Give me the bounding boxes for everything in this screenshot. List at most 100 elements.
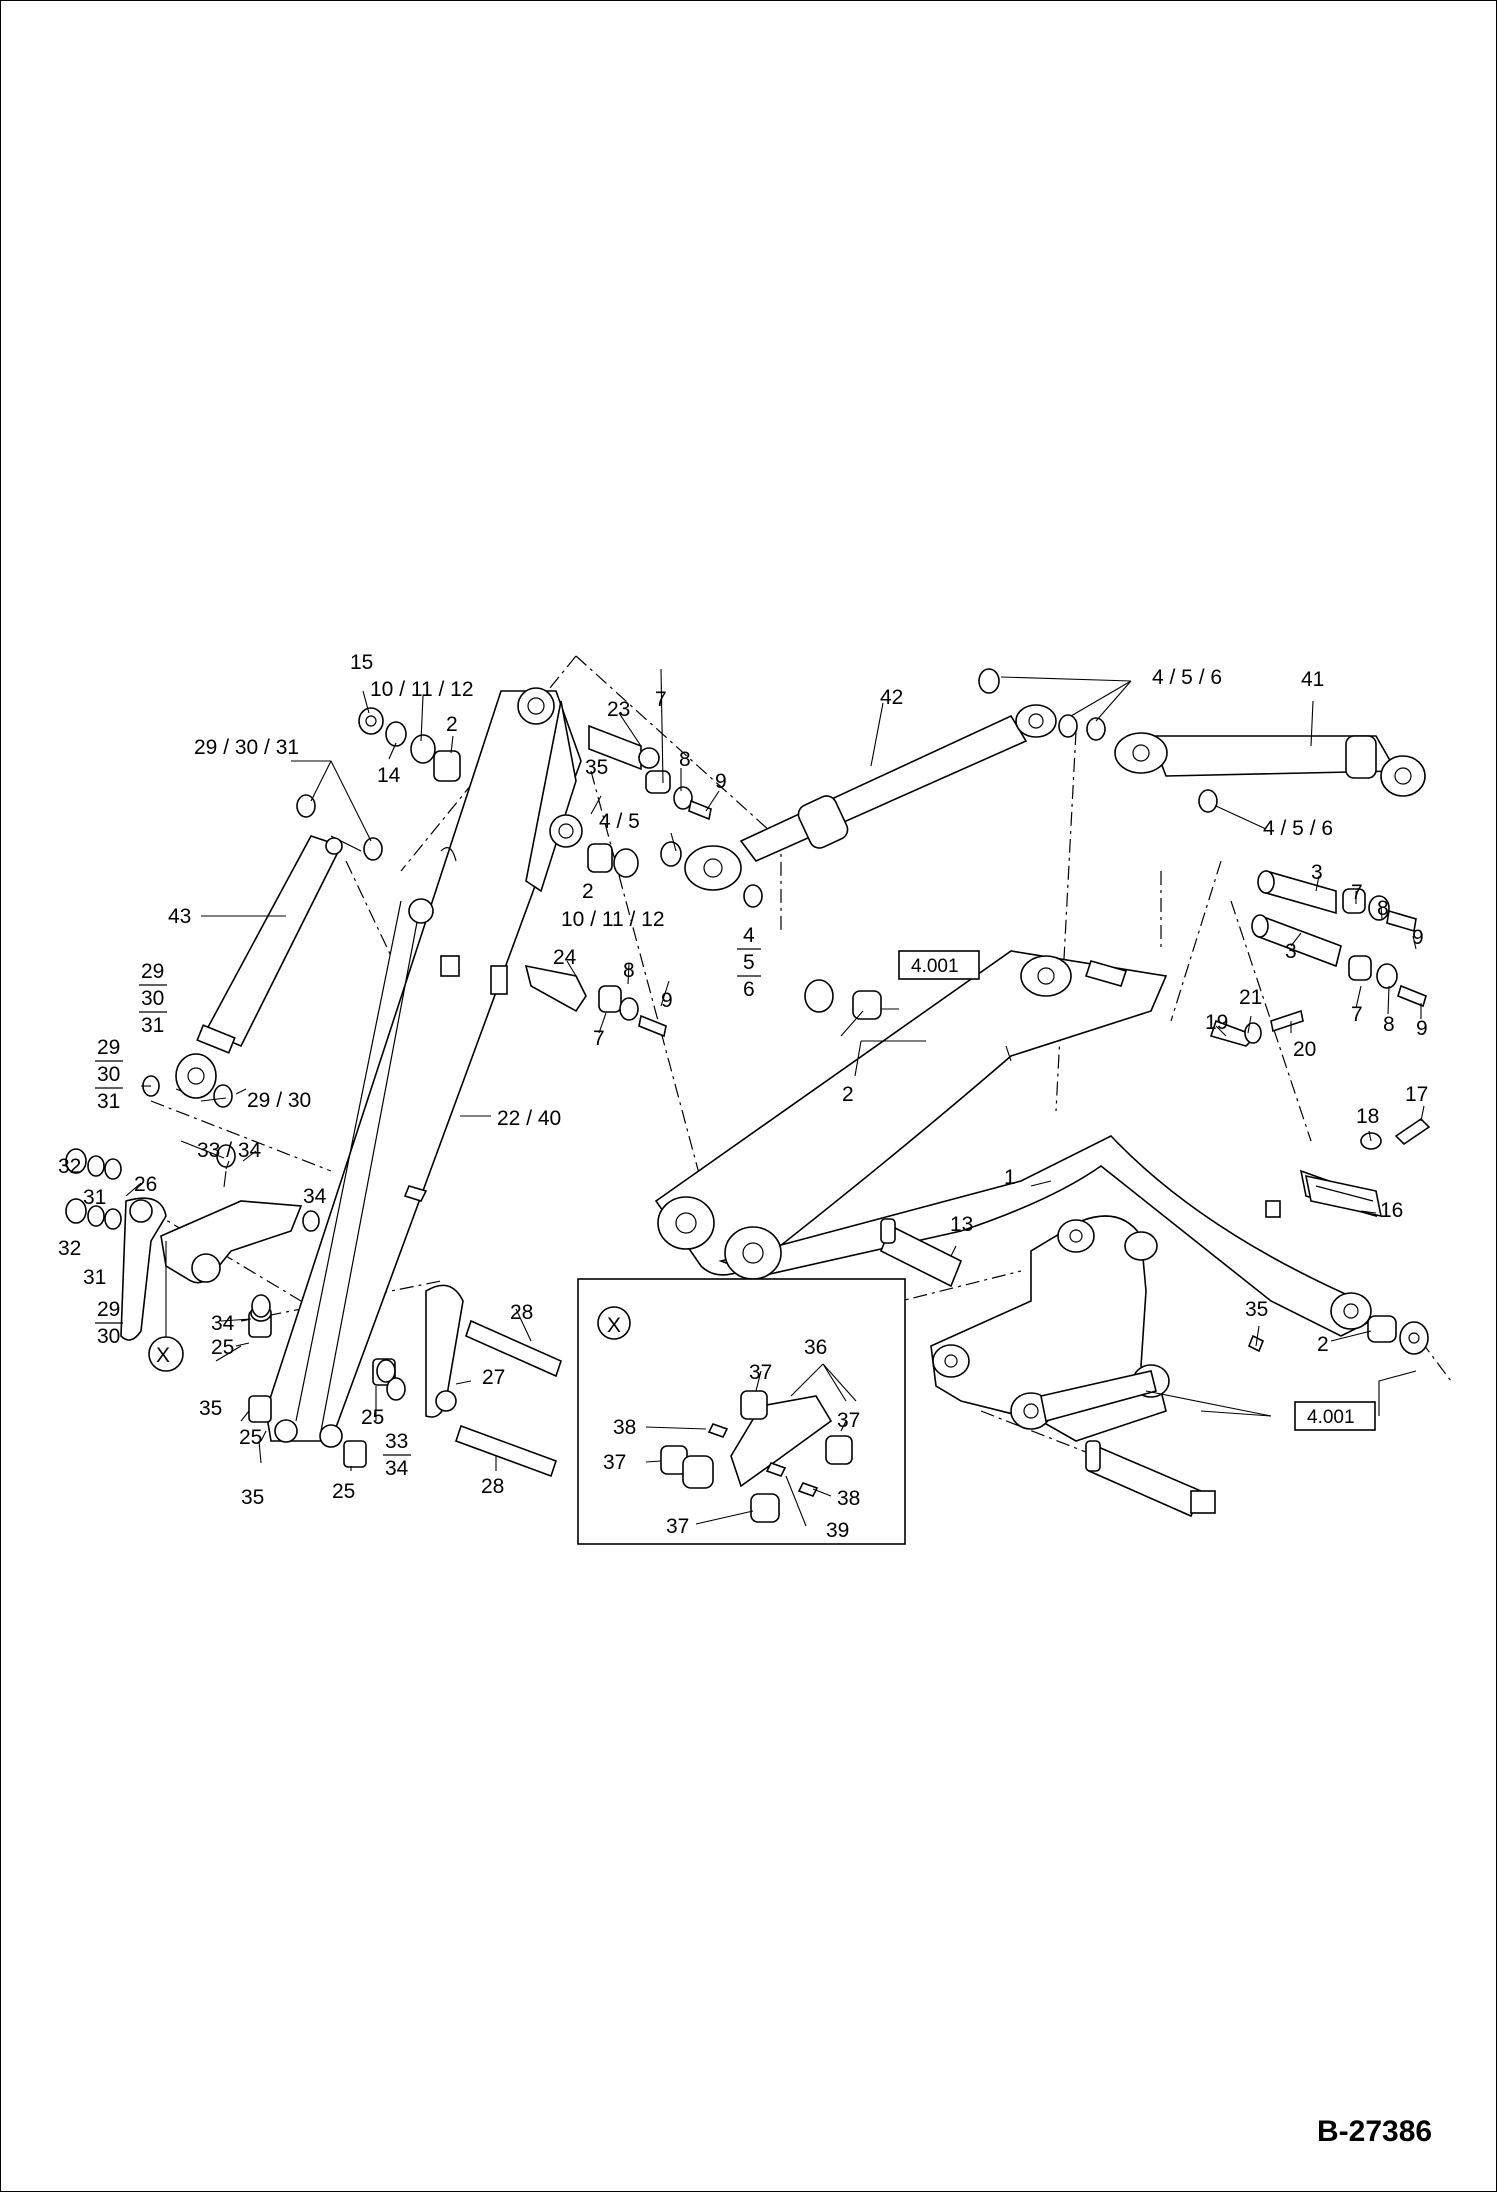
callout-2-b: 2 [582, 880, 594, 903]
swing-bracket [930, 1215, 1170, 1442]
callout-15: 15 [350, 651, 373, 674]
dipper-arm [265, 687, 583, 1448]
frac-d-4: 4 [743, 924, 755, 947]
drawing-number: B-27386 [1317, 2115, 1432, 2148]
callout-21: 21 [1239, 986, 1262, 1009]
callout-7-b: 7 [593, 1027, 605, 1050]
top-pin-group [358, 707, 712, 1038]
bushing-top-boom [804, 979, 882, 1020]
frac-d-5: 5 [743, 951, 755, 974]
frac-c-29: 29 [97, 1298, 120, 1321]
callout-3-a: 3 [1311, 861, 1323, 884]
callout-31-a: 31 [83, 1186, 106, 1209]
callout-25-b: 25 [361, 1406, 384, 1429]
callout-14: 14 [377, 764, 401, 787]
callout-4-5-6-a: 4 / 5 / 6 [1152, 666, 1222, 689]
frac-c-30: 30 [97, 1325, 120, 1348]
frac-d-6: 6 [743, 978, 755, 1001]
callout-25-c: 25 [239, 1426, 262, 1449]
callout-35-c: 35 [241, 1486, 264, 1509]
fraction-29-30: 29 30 [95, 1298, 123, 1348]
frac-b-30: 30 [97, 1063, 120, 1086]
callout-37-c: 37 [603, 1451, 626, 1474]
callout-38-b: 38 [837, 1487, 860, 1510]
detail-x-box [577, 1278, 906, 1545]
swing-pin [1085, 1440, 1216, 1518]
callout-37-a: 37 [749, 1361, 772, 1384]
callout-4-5-a: 4 / 5 [599, 810, 640, 833]
callout-25-a: 25 [211, 1336, 234, 1359]
callout-26: 26 [134, 1173, 157, 1196]
frac-num-31: 31 [141, 1014, 164, 1037]
frac-b-31: 31 [97, 1090, 120, 1113]
callout-labels: 15 10 / 11 / 12 2 14 29 / 30 / 31 23 7 8… [58, 651, 1428, 1542]
callout-8-c: 8 [1377, 897, 1389, 920]
callout-9-d: 9 [1416, 1017, 1428, 1040]
detail-x-marker: X [607, 1314, 621, 1337]
callout-13: 13 [950, 1213, 973, 1236]
callout-34-b: 34 [211, 1312, 235, 1335]
right-pin-group [1209, 869, 1427, 1047]
callout-10-11-12-top: 10 / 11 / 12 [370, 678, 474, 701]
main-boom [654, 950, 1378, 1337]
callout-35-d: 35 [1245, 1298, 1268, 1321]
callout-27: 27 [482, 1366, 505, 1389]
callout-29-30-b: 29 / 30 [247, 1089, 311, 1112]
callout-41: 41 [1301, 668, 1324, 691]
callout-7-a: 7 [655, 688, 667, 711]
fraction-4-5-6: 4 5 6 [737, 924, 761, 1001]
callout-31-b: 31 [83, 1266, 106, 1289]
callout-4-5-6-b: 4 / 5 / 6 [1263, 817, 1333, 840]
callout-7-c: 7 [1351, 881, 1363, 904]
callout-2-c: 2 [842, 1083, 854, 1106]
fraction-29-30-31-mid: 29 30 31 [95, 1036, 123, 1113]
callout-17: 17 [1405, 1083, 1428, 1106]
frac-num-29: 29 [141, 960, 164, 983]
callout-23: 23 [607, 698, 630, 721]
callout-22-40: 22 / 40 [497, 1107, 561, 1130]
callout-16: 16 [1380, 1199, 1403, 1222]
callout-8-b: 8 [623, 959, 635, 982]
callout-9-a: 9 [715, 770, 727, 793]
callout-35-a: 35 [585, 756, 608, 779]
leader-lines [125, 668, 1425, 1527]
callout-36: 36 [804, 1336, 827, 1359]
callout-2-top: 2 [446, 713, 458, 736]
callout-20: 20 [1293, 1038, 1316, 1061]
callout-34-a: 34 [303, 1185, 327, 1208]
callout-37-d: 37 [666, 1515, 689, 1538]
reference-box-a: 4.001 [898, 950, 980, 980]
callout-28-a: 28 [510, 1301, 533, 1324]
callout-18: 18 [1356, 1105, 1379, 1128]
wear-plate-group [1265, 1117, 1431, 1218]
callout-29-30-31-top: 29 / 30 / 31 [194, 736, 299, 759]
callout-9-c: 9 [1412, 926, 1424, 949]
callout-39: 39 [826, 1519, 849, 1542]
callout-35-b: 35 [199, 1397, 222, 1420]
callout-7-d: 7 [1351, 1003, 1363, 1026]
callout-37-b: 37 [837, 1409, 860, 1432]
reference-4-001-b: 4.001 [1307, 1407, 1355, 1428]
callout-25-d: 25 [332, 1480, 355, 1503]
callout-42: 42 [880, 686, 903, 709]
frac-num-30: 30 [141, 987, 164, 1010]
callout-38-a: 38 [613, 1416, 636, 1439]
washers-left [65, 794, 396, 1383]
callout-8-d: 8 [1383, 1013, 1395, 1036]
callout-8-a: 8 [679, 748, 691, 771]
callout-10-11-12-b: 10 / 11 / 12 [561, 908, 665, 931]
callout-33-34-a: 33 / 34 [197, 1139, 262, 1162]
callout-43: 43 [168, 905, 191, 928]
reference-box-b: 4.001 [1294, 1401, 1376, 1431]
frac-e-34: 34 [385, 1457, 409, 1480]
callout-2-d: 2 [1317, 1333, 1329, 1356]
fraction-33-34: 33 34 [383, 1430, 411, 1480]
callout-32-b: 32 [58, 1237, 81, 1260]
cylinder-42 [684, 668, 1106, 908]
pin-13 [879, 1218, 963, 1288]
cylinder-43 [175, 835, 362, 1099]
callout-9-b: 9 [661, 989, 673, 1012]
callout-3-b: 3 [1285, 940, 1297, 963]
